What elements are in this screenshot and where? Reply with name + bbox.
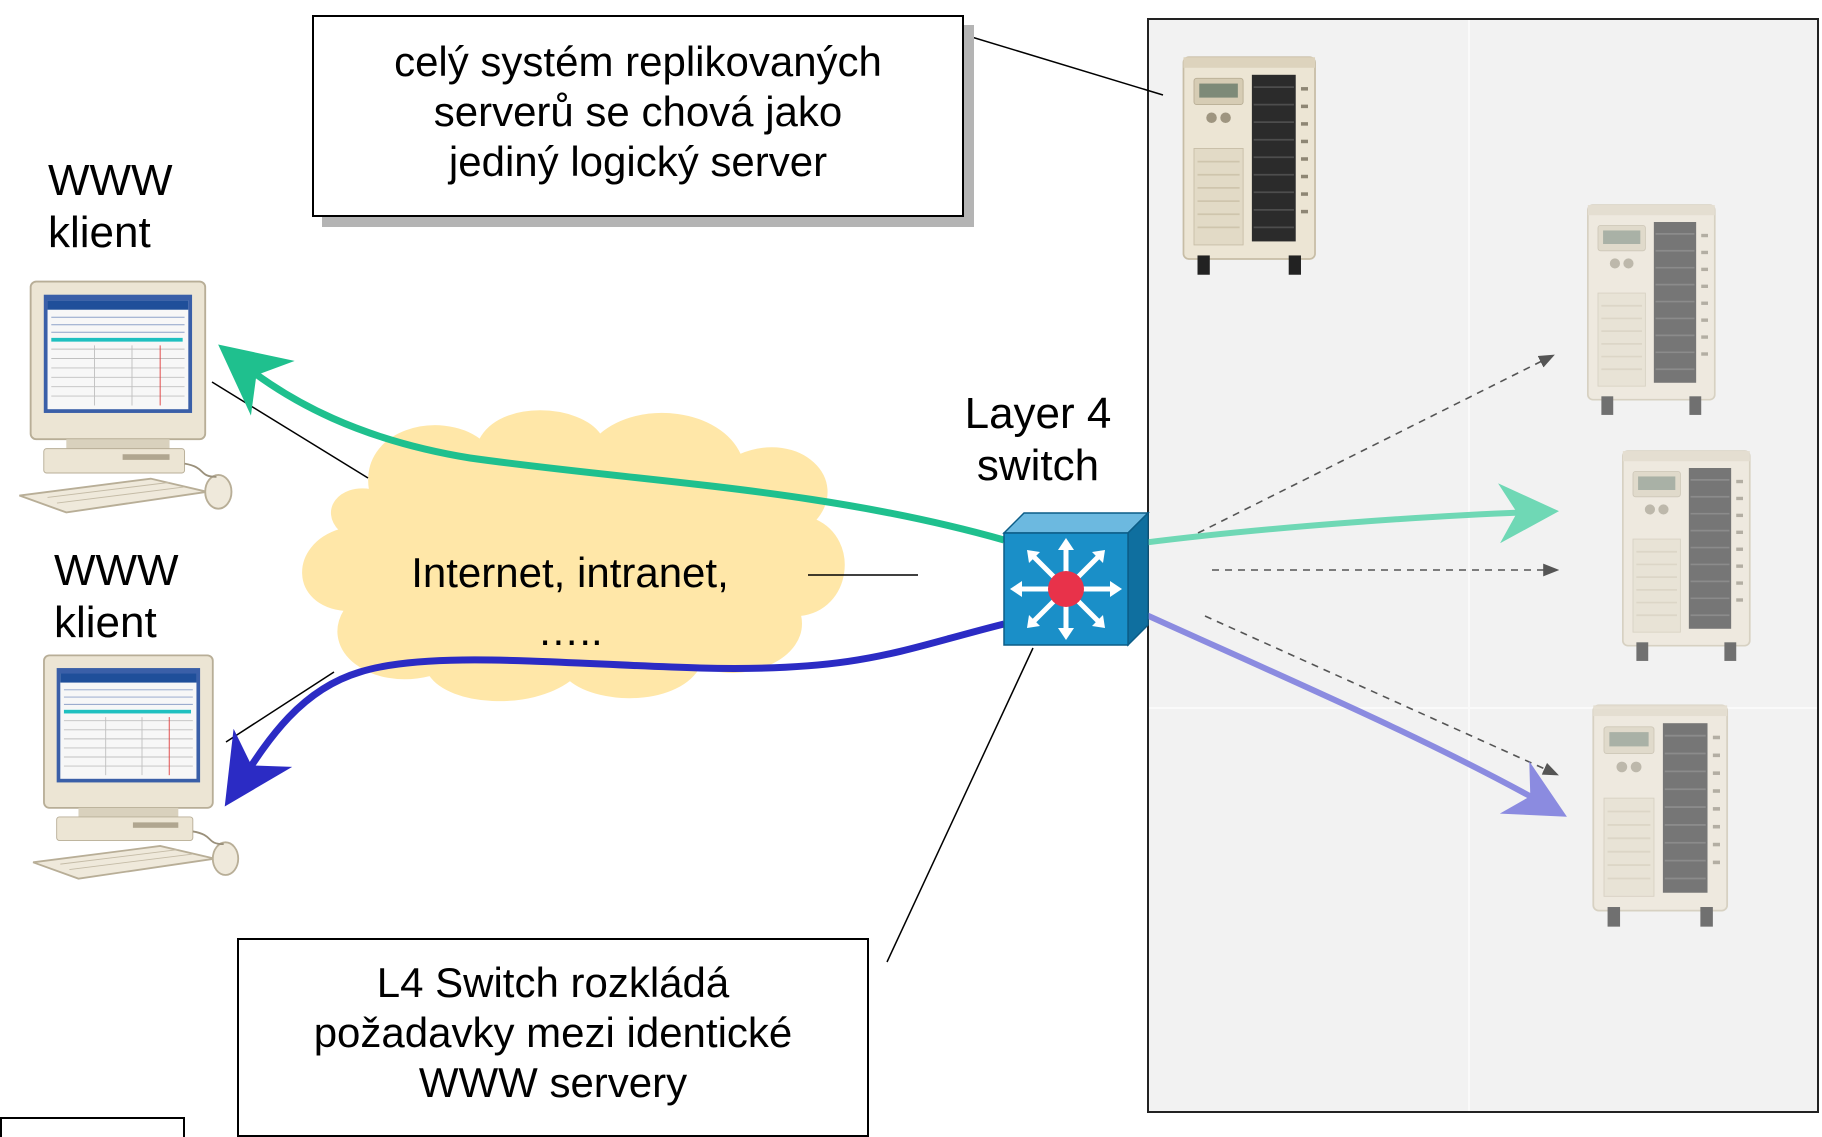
client-label-line1: WWW: [48, 156, 173, 205]
callout-l4-switch: L4 Switch rozkládá požadavky mezi identi…: [237, 938, 869, 1137]
client-label-line1: WWW: [54, 546, 179, 595]
switch-label-line2: switch: [976, 441, 1100, 490]
cloud-label-line1: Internet, intranet,: [411, 549, 729, 596]
callout-line2: požadavky mezi identické: [313, 1009, 793, 1056]
server-icon: [1592, 704, 1729, 928]
callout-replicated-servers: celý systém replikovaných serverů se cho…: [312, 15, 964, 217]
server-icon: [1182, 56, 1317, 276]
computer-icon: [18, 280, 233, 514]
computer-icon: [32, 654, 240, 880]
callout-line1: L4 Switch rozkládá: [376, 959, 730, 1006]
switch-icon: [1002, 511, 1150, 647]
switch-label: Layer 4 switch: [948, 388, 1128, 492]
client-label-line2: klient: [48, 208, 151, 257]
client-label-2: WWW klient: [54, 545, 179, 649]
callout-line2: serverů se chová jako: [433, 88, 843, 135]
cloud-label-line2: …..: [537, 607, 603, 654]
switch-label-line1: Layer 4: [964, 389, 1112, 438]
server-icon: [1586, 204, 1716, 416]
callout-line3: jediný logický server: [448, 138, 828, 185]
client-label-1: WWW klient: [48, 155, 173, 259]
callout-line3: WWW servery: [418, 1059, 688, 1106]
cloud-label: Internet, intranet, …..: [370, 544, 770, 660]
server-icon: [1621, 450, 1751, 662]
client-label-line2: klient: [54, 598, 157, 647]
partial-box: [0, 1117, 185, 1137]
callout-line1: celý systém replikovaných: [394, 38, 882, 85]
